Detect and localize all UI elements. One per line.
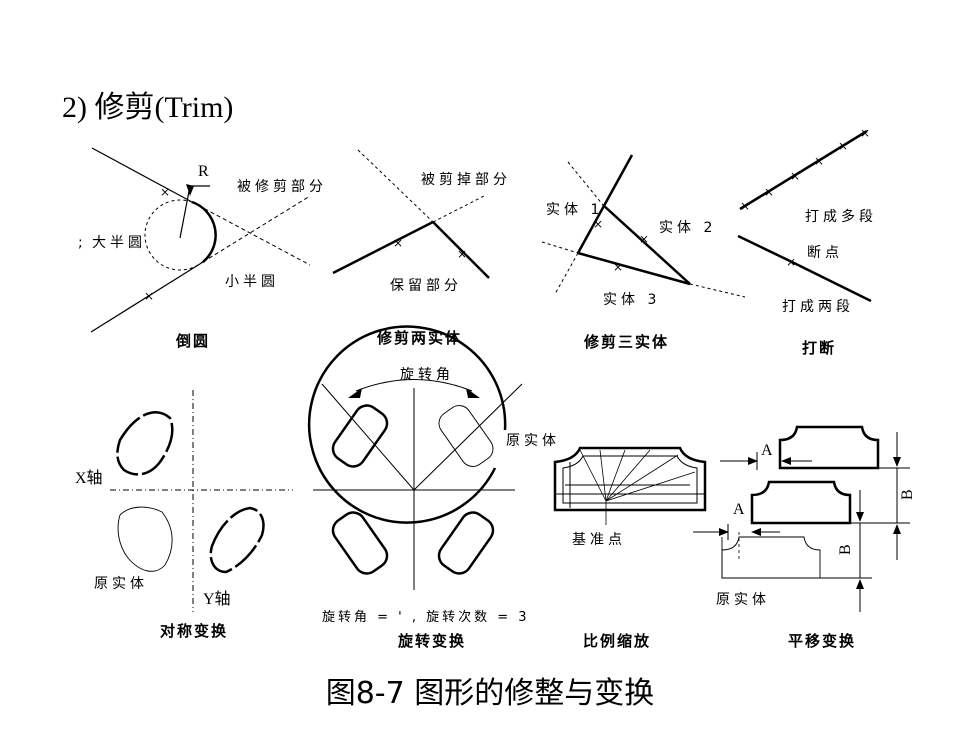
base-point-label: 基准点 — [572, 531, 626, 548]
svg-text:×: × — [613, 260, 623, 274]
x-axis-label: X轴 — [75, 469, 103, 487]
fillet-caption: 倒圆 — [175, 332, 210, 350]
rotate-original-label: 原实体 — [506, 433, 560, 449]
large-arc-label: 大半圆 — [92, 235, 146, 251]
figure-caption: 图8-7 图形的修整与变换 — [325, 676, 655, 711]
entity1-label: 实体 1 — [546, 202, 603, 218]
radius-label: R — [198, 163, 209, 180]
break-diagram: × × × × × × × 打成多段 断点 打成两段 打断 — [737, 126, 877, 357]
trim-three-caption: 修剪三实体 — [583, 333, 669, 351]
kept-part-label: 保留部分 — [390, 278, 462, 294]
svg-text:×: × — [860, 126, 870, 140]
cut-part-label: 被剪掉部分 — [421, 172, 511, 188]
svg-text:×: × — [786, 255, 796, 269]
mirror-diagram: X轴 Y轴 原实体 对称变换 — [75, 390, 293, 640]
mirror-original-label: 原实体 — [94, 576, 148, 592]
dim-a1-label: A — [761, 442, 773, 459]
dim-a2-label: A — [733, 501, 745, 518]
fillet-diagram: × × R 被修剪部分 ; 大半圆 小半圆 倒圆 — [78, 147, 327, 350]
rotate-diagram: 旋转角 原实体 旋转角 = ' , 旋转次数 = 3 旋转变换 — [307, 325, 560, 650]
svg-text:×: × — [457, 247, 467, 261]
small-arc-label: 小半圆 — [225, 274, 279, 290]
svg-text:×: × — [160, 185, 170, 199]
svg-text:×: × — [838, 139, 848, 153]
trimmed-part-label: 被修剪部分 — [237, 179, 327, 195]
trim-three-diagram: × × × 实体 1 实体 2 实体 3 修剪三实体 — [541, 154, 746, 351]
entity2-label: 实体 2 — [659, 220, 716, 236]
section-title: 2) 修剪(Trim) — [62, 91, 234, 124]
svg-text:×: × — [593, 217, 603, 231]
trim-two-caption: 修剪两实体 — [376, 329, 462, 347]
two-segments-label: 打成两段 — [782, 298, 854, 315]
scale-caption: 比例缩放 — [583, 632, 651, 650]
rotate-params: 旋转角 = ' , 旋转次数 = 3 — [322, 609, 530, 625]
entity3-label: 实体 3 — [603, 292, 660, 308]
dim-b2-label: B — [837, 544, 854, 555]
translate-original-label: 原实体 — [716, 592, 770, 608]
y-axis-label: Y轴 — [203, 590, 231, 608]
rotate-caption: 旋转变换 — [397, 632, 466, 650]
svg-text:×: × — [814, 154, 824, 168]
scale-diagram: 基准点 比例缩放 — [553, 446, 707, 650]
svg-text:×: × — [639, 232, 649, 246]
break-point-label: 断点 — [807, 245, 843, 261]
translate-diagram: A A B B 原实体 平移变换 — [693, 425, 916, 650]
svg-text:×: × — [740, 199, 750, 213]
dim-b1-label: B — [899, 489, 916, 500]
multi-segments-label: 打成多段 — [805, 208, 877, 225]
svg-text:×: × — [764, 185, 774, 199]
break-caption: 打断 — [802, 339, 836, 357]
translate-caption: 平移变换 — [788, 632, 856, 650]
svg-text:×: × — [790, 169, 800, 183]
svg-text:;: ; — [78, 235, 87, 251]
svg-text:×: × — [144, 289, 154, 303]
rotate-angle-label: 旋转角 — [400, 367, 454, 383]
trim-two-diagram: × × 被剪掉部分 保留部分 修剪两实体 — [332, 149, 511, 347]
mirror-caption: 对称变换 — [160, 622, 228, 640]
svg-text:×: × — [393, 236, 403, 250]
